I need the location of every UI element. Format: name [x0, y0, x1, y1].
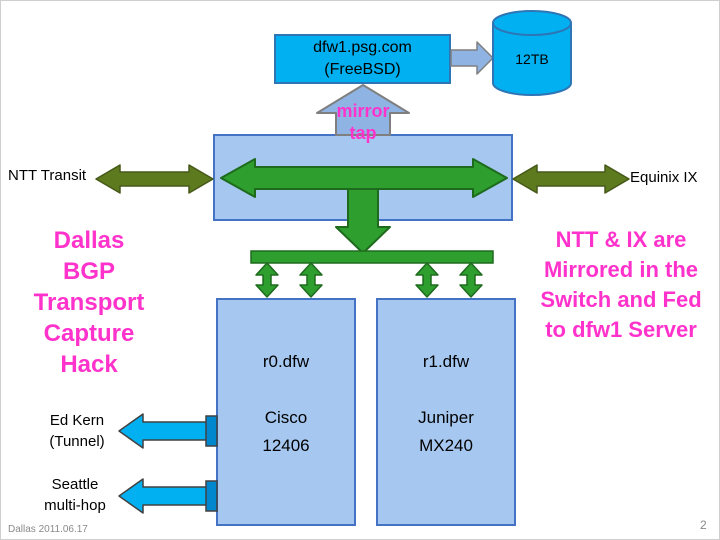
router-r0-model: 12406	[262, 436, 310, 455]
switch-crossbar-arrow	[220, 158, 508, 198]
seattle-label-line1: Seattle	[51, 476, 99, 493]
storage-cylinder-top	[492, 10, 572, 36]
ed-kern-label-line2: (Tunnel)	[49, 433, 105, 450]
ed-kern-tunnel-arrow	[118, 413, 216, 449]
seattle-label-line2: multi-hop	[44, 497, 106, 514]
right-note-line2: Mirrored in the	[543, 257, 698, 282]
server-storage-arrow	[450, 41, 494, 75]
router-r0-vendor: Cisco	[264, 408, 308, 427]
left-note-line4: Capture	[43, 320, 135, 347]
right-note-line1: NTT & IX are	[555, 227, 687, 252]
router-r1-model: MX240	[419, 436, 473, 455]
router-r0-name: r0.dfw	[262, 352, 310, 371]
right-note-line4: to dfw1 Server	[545, 317, 697, 342]
mirror-tap-label: mirror tap	[311, 100, 415, 144]
mirror-tap-line1: mirror	[336, 101, 390, 121]
seattle-arrow-cap	[205, 480, 218, 512]
storage-cylinder-body	[492, 23, 572, 96]
ed-kern-arrow-cap	[205, 415, 218, 447]
storage-label: 12TB	[515, 51, 549, 67]
right-note-line3: Switch and Fed	[540, 287, 702, 312]
equinix-ix-arrow	[512, 164, 630, 194]
server-os: (FreeBSD)	[324, 61, 401, 78]
server-box: dfw1.psg.com (FreeBSD)	[274, 34, 451, 84]
mirror-tap-arrow	[316, 84, 410, 136]
router-r0-box: r0.dfw Cisco 12406	[216, 298, 356, 526]
slide-footer: Dallas 2011.06.17	[8, 524, 88, 535]
ed-kern-label-line1: Ed Kern	[49, 412, 105, 429]
router-r1-box: r1.dfw Juniper MX240	[376, 298, 516, 526]
router-r1-name: r1.dfw	[422, 352, 470, 371]
distribution-bar	[250, 250, 494, 264]
mirror-tap-line2: tap	[349, 123, 377, 143]
left-note: Dallas BGP Transport Capture Hack	[13, 225, 165, 380]
ntt-transit-label: NTT Transit	[8, 167, 87, 184]
left-note-line3: Transport	[33, 289, 145, 316]
left-note-line1: Dallas	[53, 227, 125, 254]
ed-kern-label: Ed Kern (Tunnel)	[35, 410, 119, 452]
ntt-transit-arrow	[95, 164, 214, 194]
equinix-ix-label: Equinix IX	[630, 169, 698, 186]
router-r1-vendor: Juniper	[418, 408, 474, 427]
router-uplink-arrow-3	[415, 262, 439, 298]
router-uplink-arrow-4	[459, 262, 483, 298]
left-note-line5: Hack	[60, 351, 118, 378]
router-uplink-arrow-1	[255, 262, 279, 298]
left-note-line2: BGP	[62, 258, 115, 285]
right-note: NTT & IX are Mirrored in the Switch and …	[521, 225, 719, 345]
page-number: 2	[700, 518, 707, 532]
seattle-multihop-arrow	[118, 478, 216, 514]
seattle-label: Seattle multi-hop	[29, 474, 121, 516]
router-uplink-arrow-2	[299, 262, 323, 298]
server-hostname: dfw1.psg.com	[313, 39, 412, 56]
